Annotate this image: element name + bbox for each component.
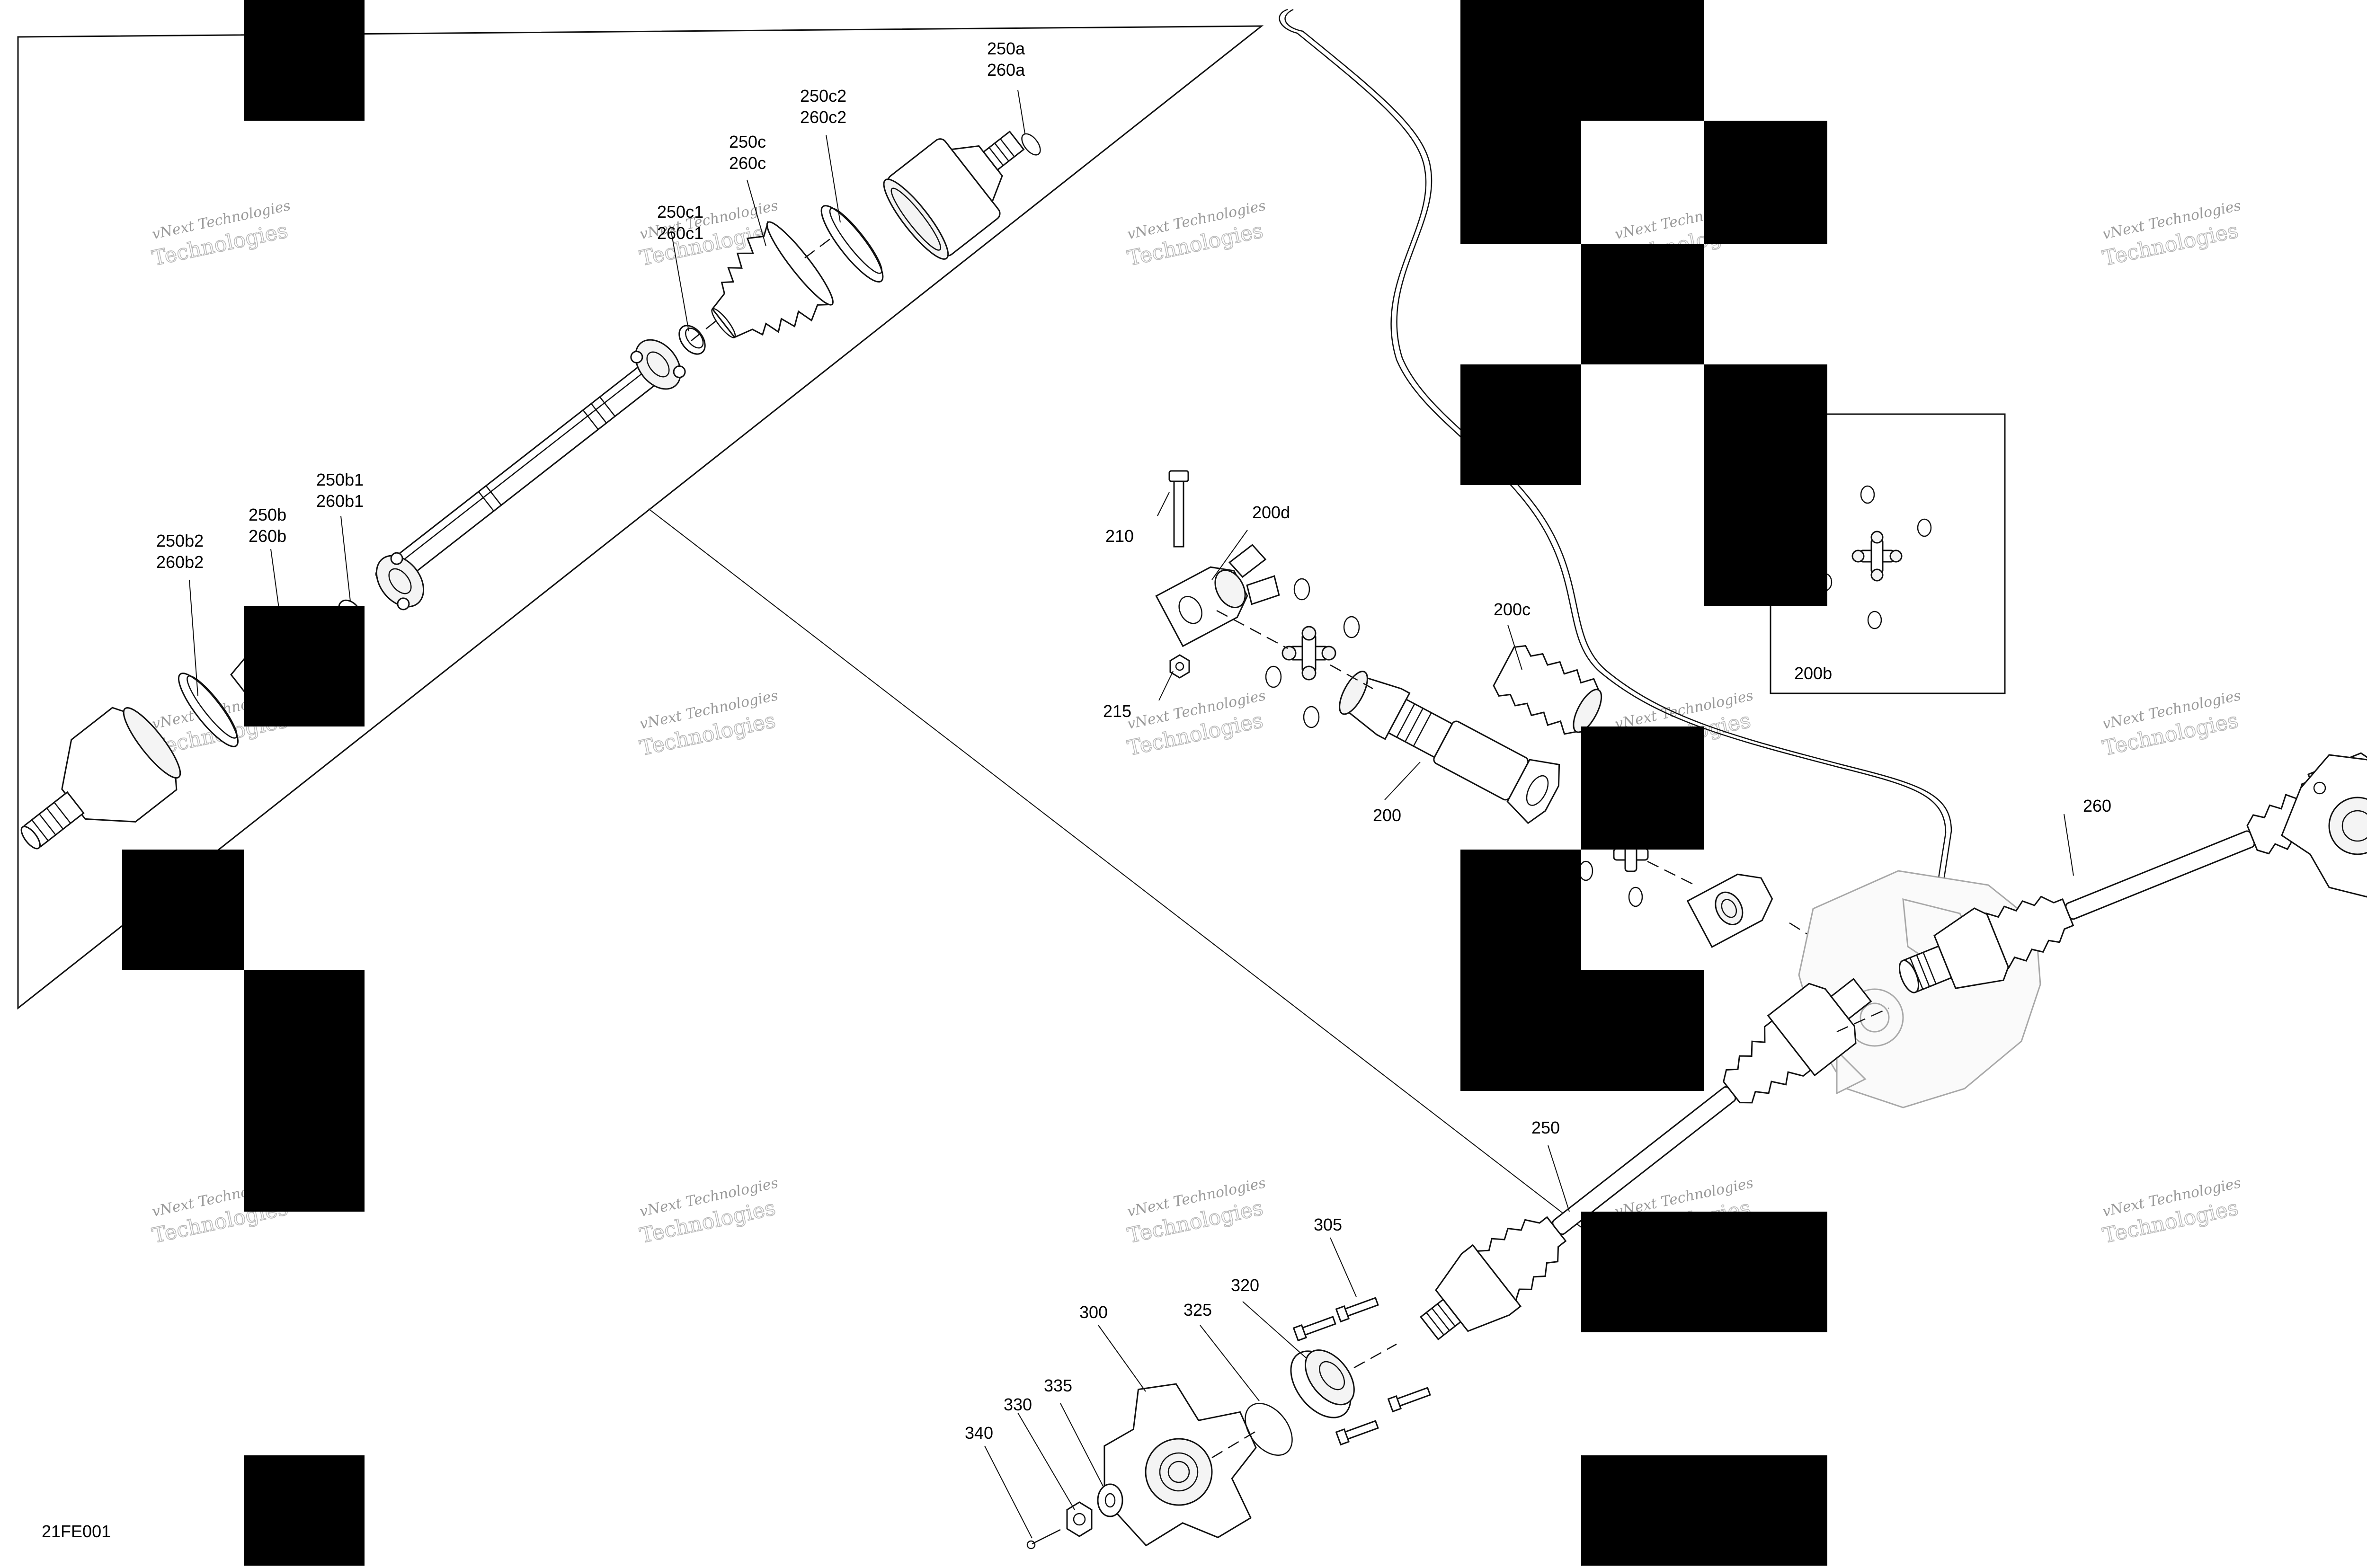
callout-label: 250a xyxy=(987,39,1025,58)
redaction-block xyxy=(1581,1212,1827,1332)
callout-210: 210 xyxy=(1105,526,1134,546)
watermark: vNext Technologies Technologies xyxy=(1125,1175,1267,1249)
callout-250: 250 xyxy=(1531,1118,1560,1137)
watermark: vNext Technologies Technologies xyxy=(2100,1175,2242,1249)
callout-label: 250c xyxy=(729,132,766,151)
callout-label: 250c1 xyxy=(657,202,703,221)
callout-label: 260c2 xyxy=(800,107,846,127)
callout-340: 340 xyxy=(965,1423,993,1443)
callout-label: 260a xyxy=(987,60,1025,80)
leader-lines xyxy=(189,89,2074,1539)
watermark: vNext Technologies Technologies xyxy=(637,1175,780,1249)
callout-215: 215 xyxy=(1103,701,1131,721)
inset-frame xyxy=(17,25,1264,1010)
redaction-block xyxy=(1460,0,1704,121)
redaction-block xyxy=(1704,364,1827,606)
callout-label: 260c1 xyxy=(657,223,703,243)
redaction-block xyxy=(1581,1455,1827,1566)
callout-250b: 250b 260b xyxy=(249,505,286,546)
inset-axle-shaft xyxy=(20,130,1041,850)
callout-260: 260 xyxy=(2083,796,2111,815)
callout-250c2: 250c2 260c2 xyxy=(800,86,846,127)
redaction-block xyxy=(244,0,365,121)
callout-label: 260b2 xyxy=(156,552,204,572)
redaction-blocks xyxy=(122,0,1827,1566)
axle-250 xyxy=(1420,978,1889,1340)
redaction-block xyxy=(244,1455,365,1566)
callout-label: 250b2 xyxy=(156,531,204,550)
propeller-shaft-assembly xyxy=(1155,470,1828,948)
callout-labels: 250a 260a 250c2 260c2 250c 260c 250c1 26… xyxy=(156,39,2111,1443)
callout-250b1: 250b1 260b1 xyxy=(316,470,364,511)
callout-200d: 200d xyxy=(1252,503,1290,522)
redaction-block xyxy=(244,606,365,726)
callout-label: 250c2 xyxy=(800,86,846,106)
redaction-block xyxy=(1460,364,1581,485)
callout-200: 200 xyxy=(1373,806,1401,825)
watermark: vNext Technologies Technologies xyxy=(1125,197,1267,271)
u-joint-detail-box xyxy=(1770,413,2006,694)
redaction-block xyxy=(122,850,244,970)
callout-250c1: 250c1 260c1 xyxy=(657,202,703,243)
axle-260 xyxy=(1898,752,2367,993)
callout-305: 305 xyxy=(1314,1215,1342,1234)
callout-325: 325 xyxy=(1184,1300,1212,1320)
redaction-block xyxy=(1460,970,1704,1091)
callout-label: 260b1 xyxy=(316,491,364,511)
watermark: vNext Technologies Technologies xyxy=(1125,687,1267,761)
redaction-block xyxy=(1581,244,1704,364)
callout-250c: 250c 260c xyxy=(729,132,766,173)
redaction-block xyxy=(1460,850,1581,970)
watermark: vNext Technologies Technologies xyxy=(150,197,292,271)
callout-250a: 250a 260a xyxy=(987,39,1025,80)
detail-inset xyxy=(17,25,1598,1240)
watermark: vNext Technologies Technologies xyxy=(2100,197,2242,271)
callout-330: 330 xyxy=(1004,1395,1032,1414)
callout-300: 300 xyxy=(1079,1302,1108,1322)
callout-200b: 200b xyxy=(1794,664,1832,683)
callout-label: 260b xyxy=(249,526,286,546)
callout-250b2: 250b2 260b2 xyxy=(156,531,204,572)
redaction-block xyxy=(244,970,365,1212)
callout-label: 250b xyxy=(249,505,286,524)
redaction-block xyxy=(1581,726,1704,850)
callout-200c: 200c xyxy=(1494,600,1531,619)
inset-pointer-line xyxy=(648,508,1598,1240)
redaction-block xyxy=(1704,121,1827,244)
figure-code: 21FE001 xyxy=(42,1522,111,1541)
callout-320: 320 xyxy=(1231,1276,1259,1295)
wheel-hub-group xyxy=(1026,1297,1431,1550)
callout-label: 250b1 xyxy=(316,470,364,489)
watermark: vNext Technologies Technologies xyxy=(2100,687,2242,761)
callout-335: 335 xyxy=(1044,1376,1072,1395)
redaction-block xyxy=(1460,121,1581,244)
callout-label: 260c xyxy=(729,153,766,173)
watermark: vNext Technologies Technologies xyxy=(637,687,780,761)
